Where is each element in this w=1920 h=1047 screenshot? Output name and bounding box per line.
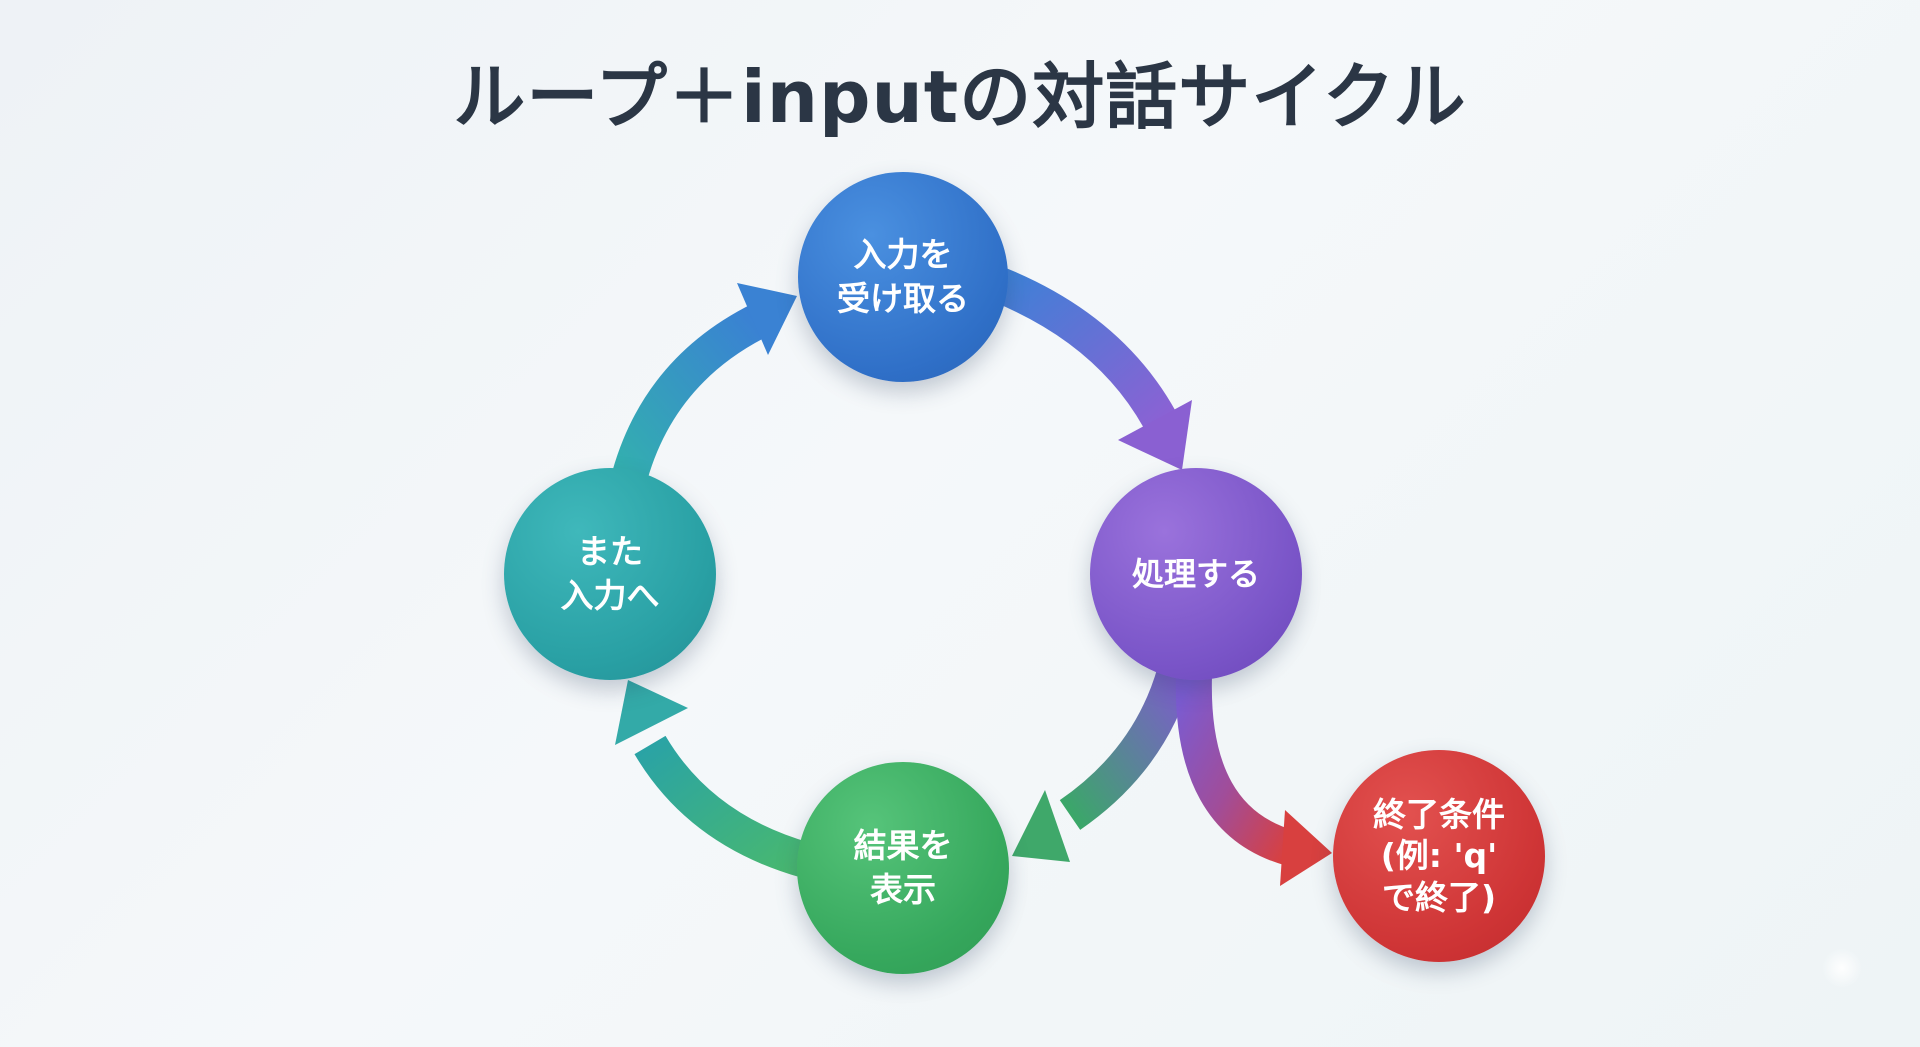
node-receive-input-line-1: 入力を xyxy=(853,235,953,275)
node-receive-input: 入力を 受け取る xyxy=(798,172,1008,382)
node-show-result-line-2: 表示 xyxy=(870,870,936,909)
node-exit-condition-line-2: (例: 'q' xyxy=(1380,836,1498,876)
arrow-again-to-input xyxy=(612,283,797,481)
node-exit-condition-line-1: 終了条件 xyxy=(1373,795,1505,835)
sparkle-icon xyxy=(1822,948,1862,988)
arrow-process-to-show xyxy=(1012,666,1193,862)
node-exit-condition-line-3: で終了) xyxy=(1381,877,1497,917)
node-back-to-input: また 入力へ xyxy=(504,468,716,680)
node-back-to-input-line-2: 入力へ xyxy=(560,576,660,615)
arrow-input-to-process xyxy=(993,268,1192,470)
node-exit-condition: 終了条件 (例: 'q' で終了) xyxy=(1333,750,1545,962)
arrow-process-to-exit xyxy=(1175,675,1332,886)
node-show-result: 結果を 表示 xyxy=(797,762,1009,974)
node-process-line-1: 処理する xyxy=(1131,554,1260,593)
node-receive-input-line-2: 受け取る xyxy=(837,279,969,318)
page-title: ループ＋inputの対話サイクル xyxy=(453,55,1467,139)
node-process: 処理する xyxy=(1090,468,1302,680)
arrow-show-to-again xyxy=(615,680,811,878)
node-back-to-input-line-1: また xyxy=(577,532,643,572)
node-show-result-line-1: 結果を xyxy=(853,826,953,866)
